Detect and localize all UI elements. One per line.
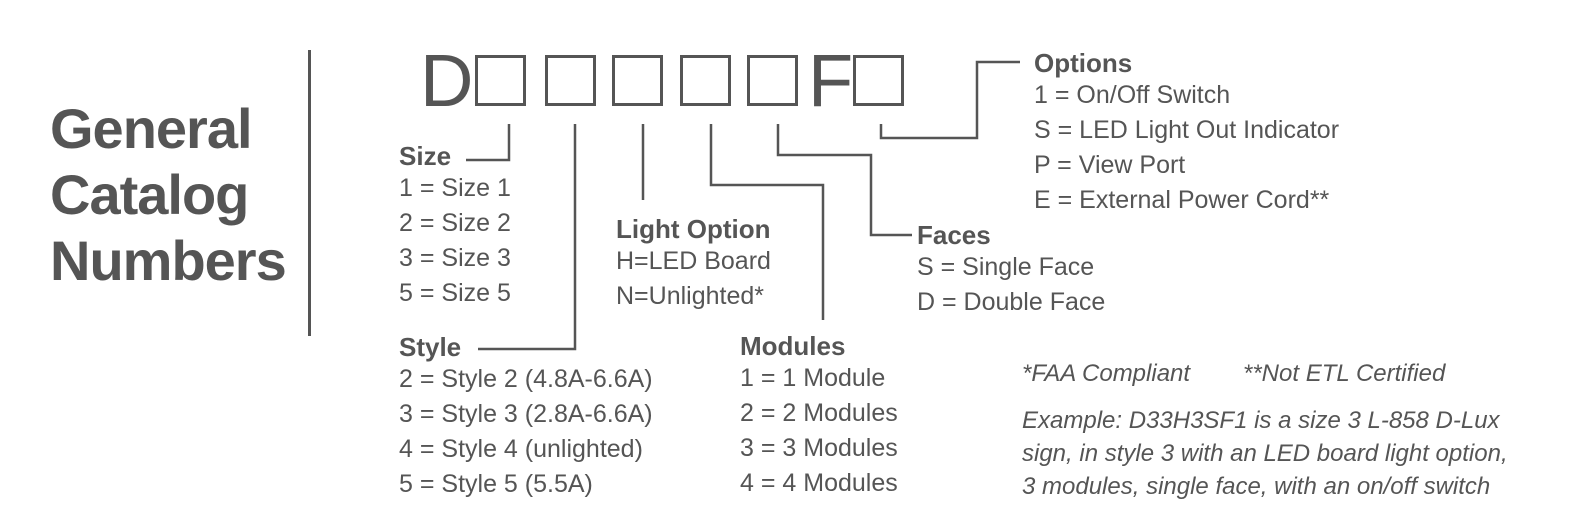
- modules-item: 4 = 4 Modules: [740, 469, 898, 497]
- options-item: E = External Power Cord**: [1034, 186, 1330, 214]
- connector-style: [478, 124, 577, 351]
- size-heading: Size: [399, 141, 452, 171]
- size-item: 1 = Size 1: [399, 174, 511, 202]
- size-item: 2 = Size 2: [399, 209, 511, 237]
- modules-item: 2 = 2 Modules: [740, 399, 898, 427]
- title-line-1: General: [50, 97, 253, 160]
- options-item: P = View Port: [1034, 151, 1186, 179]
- style-item: 2 = Style 2 (4.8A-6.6A): [399, 365, 653, 393]
- example-line: sign, in style 3 with an LED board light…: [1022, 440, 1508, 467]
- light-option-item: H=LED Board: [616, 247, 771, 275]
- modules-item: 1 = 1 Module: [740, 364, 886, 392]
- connector-faces: [776, 124, 912, 237]
- modules-group: Modules 1 = 1 Module 2 = 2 Modules 3 = 3…: [740, 331, 898, 501]
- options-heading: Options: [1034, 48, 1133, 78]
- faa-note: *FAA Compliant: [1022, 360, 1191, 387]
- title-line-2: Catalog: [50, 163, 249, 226]
- size-group: Size 1 = Size 1 2 = Size 2 3 = Size 3 5 …: [399, 141, 511, 311]
- style-heading: Style: [399, 332, 462, 362]
- faces-item: S = Single Face: [917, 253, 1095, 281]
- code-box-style: [545, 55, 596, 106]
- example-note: Example: D33H3SF1 is a size 3 L-858 D-Lu…: [1022, 404, 1508, 503]
- style-group: Style 2 = Style 2 (4.8A-6.6A) 3 = Style …: [399, 332, 653, 502]
- code-box-options: [853, 55, 904, 106]
- vertical-divider: [308, 50, 311, 336]
- faces-group: Faces S = Single Face D = Double Face: [917, 220, 1105, 320]
- example-line: Example: D33H3SF1 is a size 3 L-858 D-Lu…: [1022, 407, 1500, 434]
- title-line-3: Numbers: [50, 229, 287, 292]
- code-letter-f: F: [808, 39, 854, 122]
- size-item: 5 = Size 5: [399, 279, 511, 307]
- style-item: 3 = Style 3 (2.8A-6.6A): [399, 400, 653, 428]
- light-option-item: N=Unlighted*: [616, 282, 765, 310]
- code-box-modules: [680, 55, 731, 106]
- connector-size: [466, 124, 511, 162]
- connector-modules: [709, 124, 825, 320]
- size-item: 3 = Size 3: [399, 244, 511, 272]
- modules-heading: Modules: [740, 331, 846, 361]
- code-box-size: [475, 55, 526, 106]
- code-letter-d: D: [420, 39, 474, 122]
- code-box-light-option: [612, 55, 663, 106]
- etl-note: **Not ETL Certified: [1243, 360, 1446, 387]
- options-item: 1 = On/Off Switch: [1034, 81, 1231, 109]
- page-title: General Catalog Numbers: [50, 96, 287, 294]
- example-line: 3 modules, single face, with an on/off s…: [1022, 473, 1491, 500]
- style-item: 4 = Style 4 (unlighted): [399, 435, 643, 463]
- modules-item: 3 = 3 Modules: [740, 434, 898, 462]
- light-option-group: Light Option H=LED Board N=Unlighted*: [616, 214, 771, 314]
- code-box-faces: [747, 55, 798, 106]
- style-item: 5 = Style 5 (5.5A): [399, 470, 593, 498]
- faces-item: D = Double Face: [917, 288, 1106, 316]
- options-group: Options 1 = On/Off Switch S = LED Light …: [1034, 48, 1339, 218]
- connector-options: [879, 60, 1020, 140]
- options-item: S = LED Light Out Indicator: [1034, 116, 1340, 144]
- faces-heading: Faces: [917, 220, 991, 250]
- light-option-heading: Light Option: [616, 214, 771, 244]
